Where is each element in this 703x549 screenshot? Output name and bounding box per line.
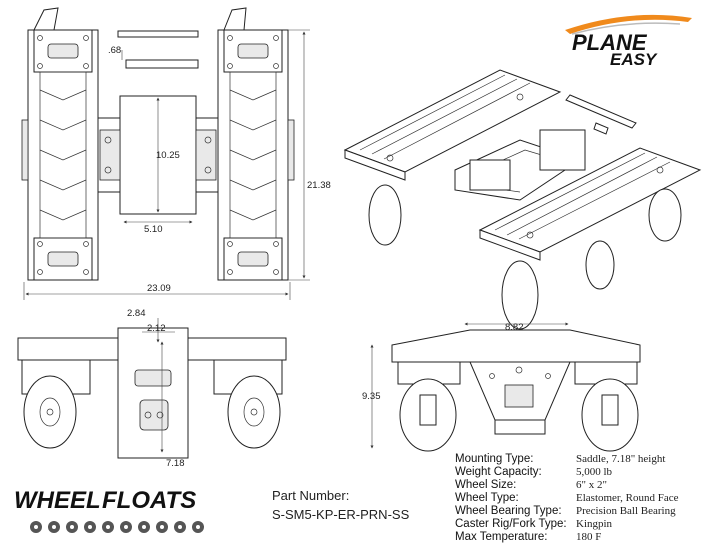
dim-side-b: 2.12 — [147, 323, 166, 334]
spec-label: Wheel Size: — [455, 479, 516, 491]
brand-plane: PLANE — [572, 30, 648, 55]
spec-value: Saddle, 7.18" height — [576, 453, 665, 465]
wheel-icon-row — [30, 521, 204, 533]
front-right-caster — [574, 361, 639, 452]
isometric-view — [343, 69, 702, 330]
part-number-value: S-SM5-KP-ER-PRN-SS — [272, 507, 410, 522]
spec-label: Wheel Type: — [455, 492, 519, 504]
dim-side-c: 7.18 — [166, 458, 185, 469]
side-left-caster — [21, 359, 91, 449]
spec-label: Wheel Bearing Type: — [455, 505, 562, 517]
front-view: 8.82 9.35 — [362, 322, 641, 452]
spec-value: Precision Ball Bearing — [576, 505, 676, 517]
wheel-floats-logo: WHEEL FLOATS — [14, 487, 204, 533]
spec-label: Weight Capacity: — [455, 466, 542, 478]
dim-pin-offset: .68 — [108, 45, 121, 56]
left-rail — [21, 7, 99, 281]
dim-inner-width: 5.10 — [144, 224, 163, 235]
brand-wheel: WHEEL — [14, 487, 101, 514]
side-view: 2.84 2.12 7.18 — [17, 308, 287, 469]
side-right-caster — [213, 359, 283, 449]
spec-value: Kingpin — [576, 518, 613, 530]
plane-easy-logo: PLANE EASY — [565, 14, 692, 69]
brand-easy: EASY — [610, 50, 658, 69]
kingpin-parts — [117, 30, 199, 69]
dim-front-width: 8.82 — [505, 322, 524, 333]
right-rail — [217, 7, 295, 281]
part-number-block: Part Number: S-SM5-KP-ER-PRN-SS — [272, 488, 410, 522]
spec-label: Mounting Type: — [455, 453, 533, 465]
spec-value: 6" x 2" — [576, 479, 607, 491]
brand-floats: FLOATS — [102, 487, 196, 514]
dim-front-height: 9.35 — [362, 391, 381, 402]
dim-inner-height: 10.25 — [156, 150, 180, 161]
spec-label: Caster Rig/Fork Type: — [455, 518, 567, 530]
dim-overall-height: 21.38 — [307, 180, 331, 191]
part-number-label: Part Number: — [272, 488, 349, 503]
spec-value: 180 F — [576, 531, 601, 543]
spec-value: 5,000 lb — [576, 466, 613, 478]
dim-overall-width: 23.09 — [147, 283, 171, 294]
spec-label: Max Temperature: — [455, 531, 547, 543]
spec-table: Mounting Type: Saddle, 7.18" height Weig… — [455, 453, 679, 543]
front-left-caster — [397, 361, 461, 452]
dim-side-a: 2.84 — [127, 308, 146, 319]
top-view: .68 10.25 5.10 21.38 23.09 — [21, 7, 331, 300]
spec-value: Elastomer, Round Face — [576, 492, 679, 504]
top-view-dimensions: .68 10.25 5.10 21.38 23.09 — [23, 29, 331, 300]
